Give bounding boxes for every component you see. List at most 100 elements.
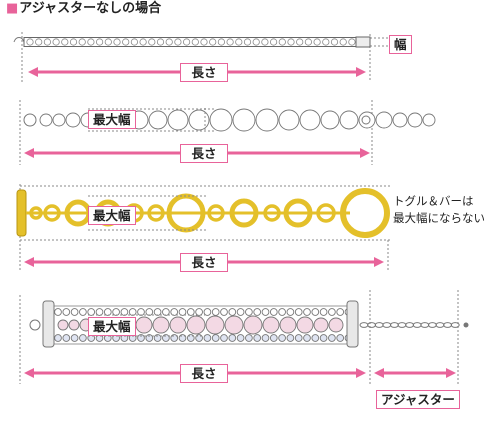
fig1-stone xyxy=(35,38,43,46)
fig4-top-bead xyxy=(319,308,328,316)
fig1-stone xyxy=(52,38,60,46)
fig4-pearl xyxy=(296,316,314,334)
fig4-adjuster-link xyxy=(450,322,460,328)
fig4-adjuster-arrow-head-left xyxy=(374,368,384,378)
fig4-length-arrow-head-right xyxy=(356,368,366,378)
fig4-top-bead xyxy=(303,308,311,316)
fig4-end-cap-right xyxy=(346,300,359,348)
fig4-top-bead xyxy=(87,308,96,316)
fig2-pearl xyxy=(232,108,256,132)
fig1-stone xyxy=(26,38,34,46)
fig2-pearl xyxy=(358,111,376,129)
fig1-stone xyxy=(243,38,252,46)
fig4-bottom-bead xyxy=(245,334,253,342)
fig4-top-bead xyxy=(195,308,203,316)
fig1-stone xyxy=(113,38,121,46)
fig4-bottom-bead xyxy=(303,334,311,342)
fig1-stone xyxy=(278,38,286,46)
fig2-pearl xyxy=(320,110,340,130)
fig4-top-bead xyxy=(253,308,262,316)
fig1-stone xyxy=(174,38,182,46)
fig4-top-bead xyxy=(294,308,303,316)
fig1-stone xyxy=(261,38,269,46)
fig4-pearl xyxy=(328,317,344,333)
fig2-pearl xyxy=(255,108,279,132)
fig4-adjuster-link xyxy=(382,322,392,328)
fig4-pearl xyxy=(224,315,244,335)
fig1-stone xyxy=(209,38,217,46)
fig4-pearl xyxy=(152,316,170,334)
fig4-adjuster-link xyxy=(359,322,369,328)
fig4-bottom-bead xyxy=(236,334,245,342)
fig1-length-arrow-head-right xyxy=(356,67,366,77)
fig1-stone xyxy=(304,38,312,46)
fig2-pearl xyxy=(39,113,53,127)
fig2-pearl xyxy=(392,112,408,128)
fig1-stone xyxy=(104,38,112,46)
fig3-toggle-bar xyxy=(16,189,27,237)
fig4-adjuster-link xyxy=(427,322,437,328)
fig1-stone xyxy=(122,38,130,46)
fig4-adjuster-arrow-head-right xyxy=(446,368,456,378)
width-label: 幅 xyxy=(389,35,412,54)
length-label-1: 長さ xyxy=(180,63,228,82)
fig1-stone xyxy=(287,38,295,46)
fig4-top-bead xyxy=(54,308,62,316)
fig3-ring xyxy=(29,206,43,220)
fig4-pearl xyxy=(243,315,263,335)
fig1-stone xyxy=(148,38,156,46)
fig4-top-bead xyxy=(269,308,278,316)
fig1-stone xyxy=(217,38,225,46)
fig4-top-bead xyxy=(261,308,270,316)
fig2-pearl xyxy=(299,109,321,131)
fig4-bottom-bead xyxy=(319,334,328,342)
fig4-top-bead xyxy=(137,308,145,316)
fig4-bottom-bead xyxy=(153,334,162,342)
fig4-top-bead xyxy=(170,308,179,316)
fig4-pearl xyxy=(57,319,69,331)
fig4-adjuster-link xyxy=(389,322,399,328)
fig4-adjuster-link xyxy=(443,322,453,328)
fig4-top-bead xyxy=(62,308,71,316)
fig1-stone xyxy=(139,38,147,46)
fig2-pearl xyxy=(407,112,423,128)
fig2-pearl xyxy=(167,109,189,131)
fig4-top-bead xyxy=(103,308,112,316)
fig3-toggle-ring xyxy=(340,188,390,238)
fig4-top-bead xyxy=(79,308,87,316)
fig4-bottom-bead xyxy=(336,334,345,342)
fig1-stone xyxy=(313,38,321,46)
fig4-bottom-bead xyxy=(70,334,79,342)
fig4-top-bead xyxy=(70,308,79,316)
fig1-hook xyxy=(13,37,25,43)
fig1-stone xyxy=(252,38,260,46)
fig4-bottom-bead xyxy=(220,334,228,342)
fig1-stone xyxy=(165,38,173,46)
adjuster-label: アジャスター xyxy=(376,390,460,409)
fig3-ring xyxy=(283,198,313,228)
fig3-length-arrow-head-right xyxy=(374,257,384,267)
fig4-bottom-bead xyxy=(145,334,154,342)
fig4-top-bead xyxy=(286,308,295,316)
fig1-stone xyxy=(78,38,86,46)
fig4-pearl xyxy=(135,316,153,334)
fig4-length-arrow-head-left xyxy=(24,368,34,378)
fig1-stone xyxy=(235,38,243,46)
fig1-stone xyxy=(183,38,191,46)
fig4-bottom-bead xyxy=(269,334,278,342)
toggle-note-line2: 最大幅にならない xyxy=(393,211,485,225)
fig4-pearl xyxy=(262,316,280,334)
fig4-top-bead xyxy=(145,308,154,316)
fig4-bottom-bead xyxy=(311,334,320,342)
fig4-top-bead xyxy=(245,308,253,316)
fig4-bottom-bead xyxy=(261,334,270,342)
fig4-top-bead xyxy=(112,308,120,316)
fig4-top-bead xyxy=(228,308,237,316)
fig2-clasp-ring xyxy=(23,113,37,127)
title-marker: ■ xyxy=(6,1,19,16)
fig4-top-bead xyxy=(153,308,162,316)
fig4-adjuster-link xyxy=(405,322,415,328)
fig4-adjuster-tip xyxy=(463,322,469,328)
fig4-top-bead xyxy=(278,308,286,316)
fig1-stone xyxy=(87,38,95,46)
